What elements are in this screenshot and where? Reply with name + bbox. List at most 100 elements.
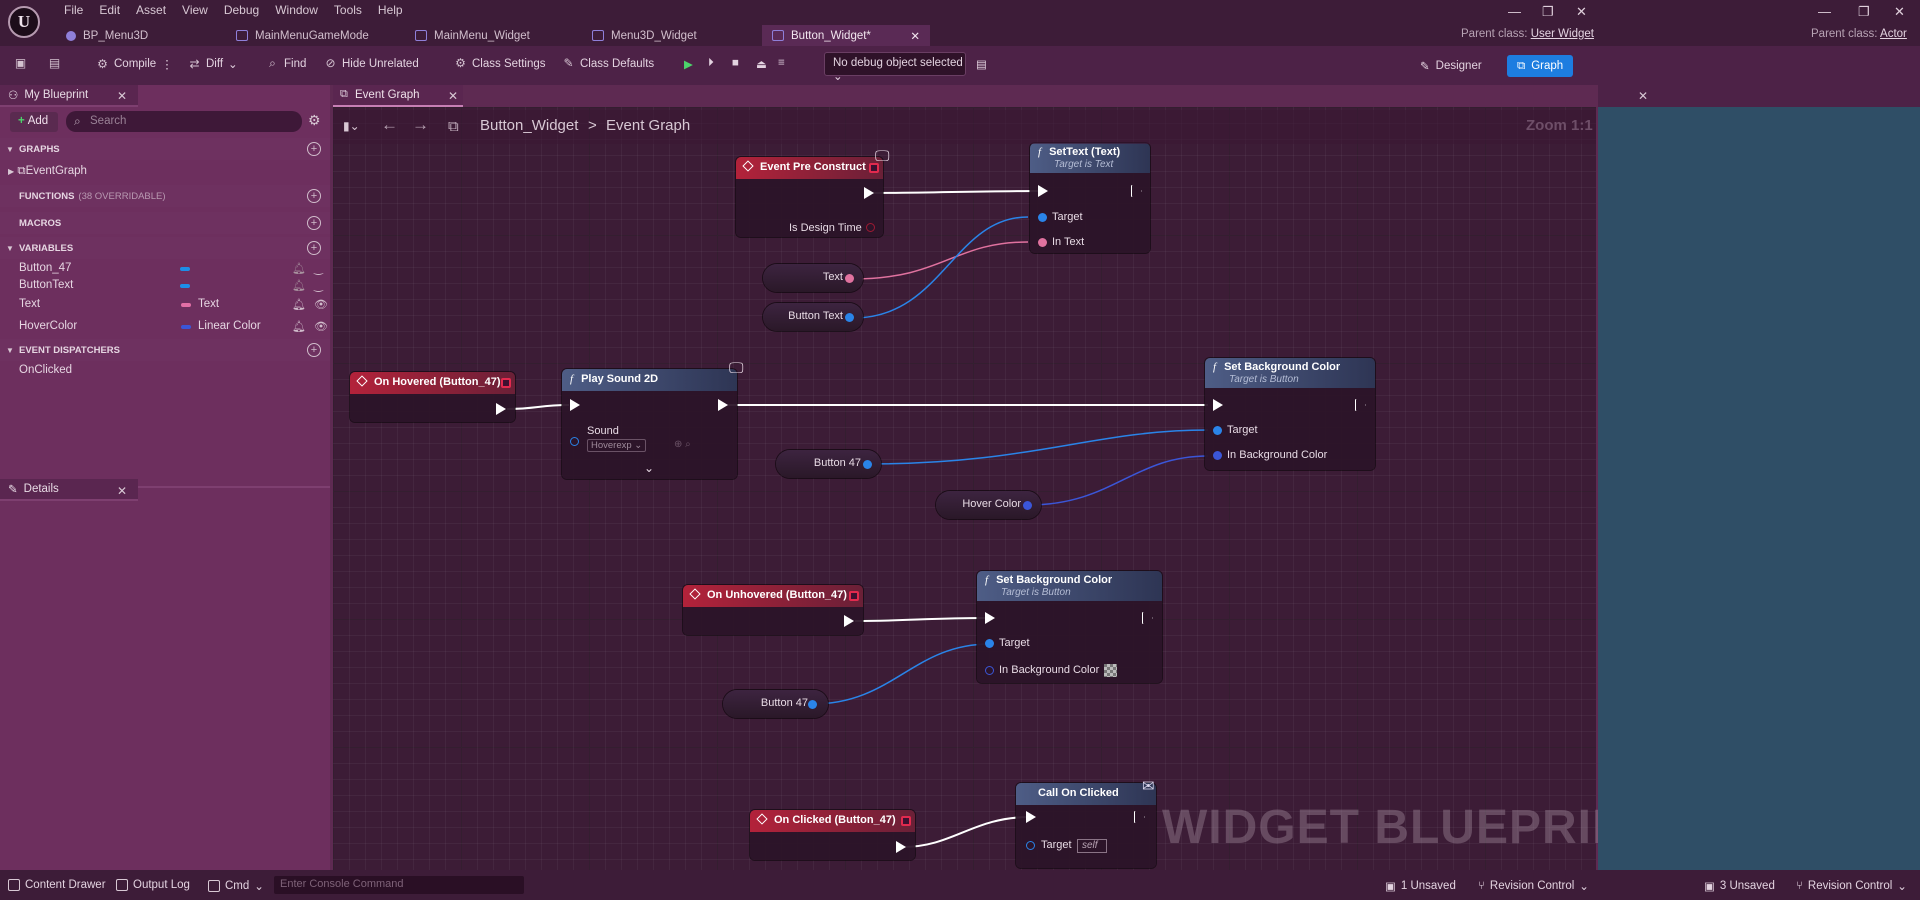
search-icon[interactable]: ⊕ ⌕ — [674, 439, 691, 450]
exec-out-pin[interactable] — [718, 399, 728, 411]
breadcrumb-root[interactable]: Button_Widget — [480, 117, 579, 134]
node-event-pre-construct[interactable]: Event Pre Construct Is Design Time — [736, 157, 883, 237]
exec-out-pin[interactable] — [896, 841, 906, 853]
sound-pin[interactable] — [570, 437, 579, 446]
class-defaults-button[interactable]: ✎Class Defaults — [563, 56, 655, 70]
tab-mainmenu-widget[interactable]: MainMenu_Widget — [405, 25, 540, 46]
close-icon[interactable]: ✕ — [910, 30, 920, 43]
event-graph-tab[interactable]: Event Graph — [333, 85, 463, 107]
details-tab[interactable]: ✎Details — [0, 479, 138, 501]
delegate-pin[interactable] — [849, 591, 859, 601]
close-icon[interactable]: ✕ — [448, 89, 459, 103]
restore-icon[interactable]: ❐ — [1858, 4, 1870, 19]
target-pin[interactable] — [1038, 213, 1047, 222]
step-icon[interactable]: ⏵ — [708, 57, 714, 69]
exec-out-pin[interactable] — [864, 187, 874, 199]
variable-hovercolor[interactable]: HoverColor — [19, 320, 78, 332]
unsaved-button[interactable]: ▣1 Unsaved — [1385, 880, 1456, 893]
tab-menu3d-widget[interactable]: Menu3D_Widget — [582, 25, 707, 46]
dispatcher-onclicked[interactable]: OnClicked — [19, 364, 73, 376]
object-out-pin[interactable] — [845, 313, 854, 322]
exec-out-pin[interactable] — [496, 403, 506, 415]
target-pin[interactable] — [985, 639, 994, 648]
eye-icon[interactable]: 👁︎ — [314, 299, 328, 311]
exec-out-pin[interactable] — [844, 615, 854, 627]
hide-unrelated-button[interactable]: ⊘Hide Unrelated — [325, 56, 419, 70]
menu-file[interactable]: File — [64, 3, 84, 17]
add-function-icon[interactable]: + — [307, 189, 321, 203]
revision-control-button[interactable]: ⑂Revision Control ⌄ — [1478, 880, 1589, 893]
revision-control-button-right[interactable]: ⑂Revision Control ⌄ — [1796, 880, 1907, 893]
menu-tools[interactable]: Tools — [333, 3, 362, 17]
section-event-dispatchers[interactable]: ▼EVENT DISPATCHERS+ — [0, 339, 330, 361]
exec-out-pin[interactable] — [1142, 612, 1153, 624]
close-window-icon[interactable]: ✕ — [1894, 4, 1905, 19]
add-dispatcher-icon[interactable]: + — [307, 343, 321, 357]
bool-pin[interactable] — [866, 223, 875, 232]
restore-icon[interactable]: ❐ — [1542, 4, 1554, 19]
exec-in-pin[interactable] — [1026, 811, 1036, 823]
getter-button-47-b[interactable]: Button 47 — [723, 690, 828, 718]
menu-asset[interactable]: Asset — [136, 3, 167, 17]
replicate-bell-icon[interactable]: 🔔︎ — [292, 321, 306, 333]
add-variable-icon[interactable]: + — [307, 241, 321, 255]
close-icon[interactable]: ✕ — [117, 89, 128, 103]
add-macro-icon[interactable]: + — [307, 216, 321, 230]
parent-class-right-link[interactable]: Actor — [1880, 28, 1907, 40]
color-swatch[interactable] — [1104, 664, 1117, 677]
menu-view[interactable]: View — [182, 3, 208, 17]
add-graph-icon[interactable]: + — [307, 142, 321, 156]
delegate-pin[interactable] — [869, 163, 879, 173]
self-input[interactable]: self — [1077, 839, 1107, 853]
exec-in-pin[interactable] — [1213, 399, 1223, 411]
tab-mainmenugamemode[interactable]: MainMenuGameMode — [226, 25, 379, 46]
tab-bp-menu3d[interactable]: BP_Menu3D — [56, 25, 158, 46]
target-pin[interactable] — [1213, 426, 1222, 435]
graph-button[interactable]: ⧉Graph — [1507, 55, 1574, 77]
graph-item-eventgraph[interactable]: ▶ ⧉EventGraph — [8, 165, 87, 177]
back-arrow-icon[interactable]: ← — [381, 115, 398, 134]
node-call-on-clicked[interactable]: Call On Clicked Target self — [1016, 783, 1156, 868]
exec-in-pin[interactable] — [985, 612, 995, 624]
eye-closed-icon[interactable]: ‿ — [314, 280, 323, 292]
debug-filter-icon[interactable]: ▤ — [976, 59, 987, 71]
text-out-pin[interactable] — [845, 274, 854, 283]
eye-closed-icon[interactable]: ‿ — [314, 263, 323, 275]
gear-icon[interactable]: ⚙ — [308, 112, 321, 128]
delegate-pin[interactable] — [901, 816, 911, 826]
close-window-icon[interactable]: ✕ — [1576, 4, 1587, 19]
section-graphs[interactable]: ▼GRAPHS+ — [0, 138, 330, 160]
delegate-pin[interactable] — [501, 378, 511, 388]
close-icon[interactable]: ✕ — [1638, 89, 1649, 103]
unreal-logo-icon[interactable]: U — [8, 6, 40, 38]
close-icon[interactable]: ✕ — [117, 484, 128, 498]
color-out-pin[interactable] — [1023, 501, 1032, 510]
menu-window[interactable]: Window — [275, 3, 318, 17]
variable-buttontext[interactable]: ButtonText — [19, 279, 74, 291]
exec-out-pin[interactable] — [1355, 399, 1366, 411]
section-variables[interactable]: ▼VARIABLES+ — [0, 237, 330, 259]
minimize-icon[interactable]: — — [1818, 4, 1831, 19]
exec-out-pin[interactable] — [1134, 811, 1145, 823]
node-on-hovered[interactable]: On Hovered (Button_47) — [350, 372, 515, 422]
debug-object-select[interactable]: No debug object selected ⌄ — [824, 52, 966, 83]
forward-arrow-icon[interactable]: → — [412, 115, 429, 134]
section-macros[interactable]: MACROS+ — [0, 212, 330, 234]
output-log-button[interactable]: Output Log — [116, 879, 190, 891]
in-text-pin[interactable] — [1038, 238, 1047, 247]
color-pin[interactable] — [985, 666, 994, 675]
add-button[interactable]: +Add — [10, 112, 58, 132]
menu-debug[interactable]: Debug — [223, 3, 260, 17]
content-drawer-button[interactable]: Content Drawer — [8, 879, 106, 891]
chevron-down-icon[interactable]: ⌄ — [644, 461, 655, 475]
play-icon[interactable]: ▶ — [684, 59, 693, 71]
replicate-bell-icon[interactable]: 🔔︎ — [292, 280, 306, 292]
color-pin[interactable] — [1213, 451, 1222, 460]
sound-asset-dropdown[interactable]: Hoverexp ⌄ — [587, 439, 647, 452]
object-out-pin[interactable] — [863, 460, 872, 469]
